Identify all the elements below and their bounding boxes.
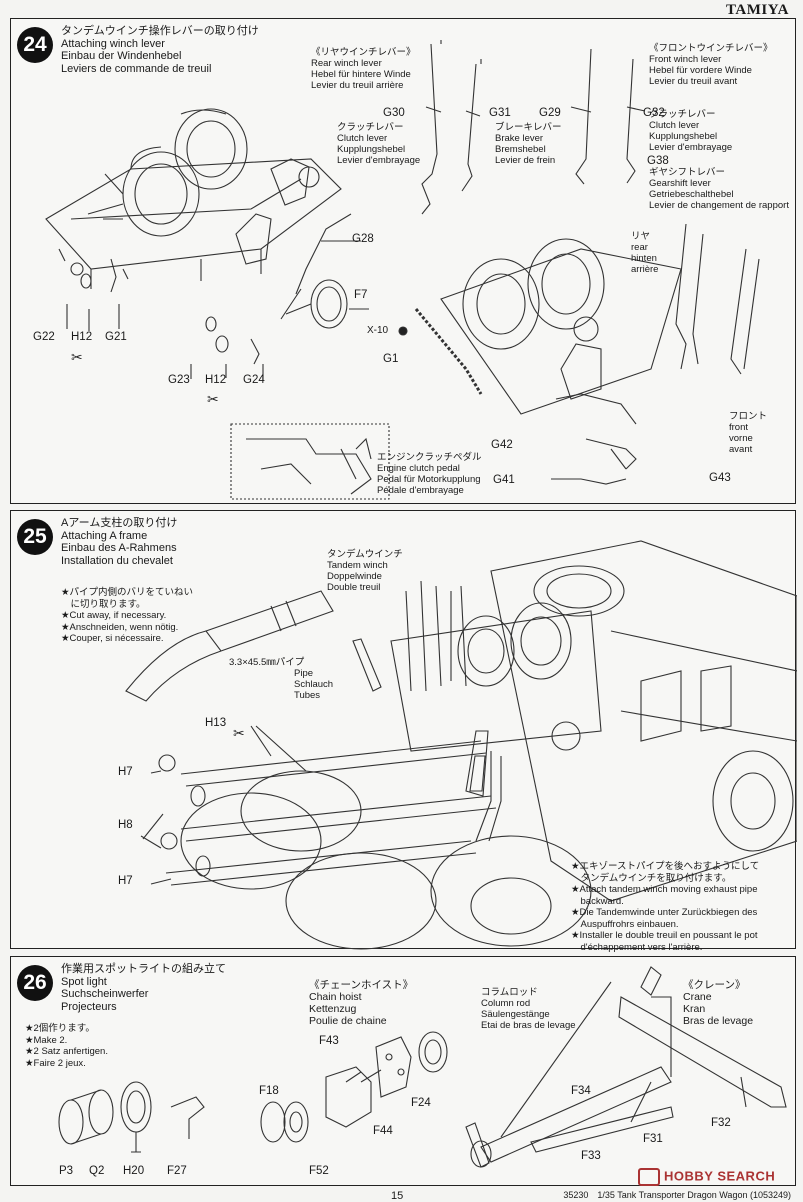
part-label: G32	[643, 107, 665, 119]
part-label: G31	[489, 107, 511, 119]
part-label: F7	[354, 289, 368, 301]
step-number-badge: 24	[17, 27, 53, 63]
part-label: P3	[59, 1165, 74, 1177]
part-label: H7	[118, 875, 133, 887]
part-label: F32	[711, 1117, 731, 1129]
step-number-badge: 25	[17, 519, 53, 555]
cut-mark-icon: ✂	[207, 391, 219, 407]
part-label: G21	[105, 331, 127, 343]
part-label: H8	[118, 819, 133, 831]
part-label: H12	[71, 331, 93, 343]
part-label: F43	[319, 1035, 339, 1047]
step-24-title: タンデムウインチ操作レバーの取り付け Attaching winch lever…	[61, 25, 259, 75]
part-label: G42	[491, 439, 513, 451]
part-label: H7	[118, 766, 133, 778]
part-label: F24	[411, 1097, 431, 1109]
part-label: G24	[243, 374, 265, 386]
step-26-title: 作業用スポットライトの組み立て Spot light Suchscheinwer…	[61, 963, 226, 1013]
part-label: F27	[167, 1165, 187, 1177]
front-winch-lever-caption: 《フロントウインチレバー》Front winch lever Hebel für…	[649, 43, 773, 87]
part-label: G29	[539, 107, 561, 119]
part-label: G41	[493, 474, 515, 486]
step-25-panel: 25 Aアーム支柱の取り付け Attaching A frame Einbau …	[10, 510, 797, 953]
title-de: Einbau der Windenhebel	[61, 50, 182, 63]
part-label: G38	[647, 155, 669, 167]
part-label: X-10	[367, 325, 389, 336]
brand-logo: TAMIYA	[725, 2, 789, 18]
part-label: G22	[33, 331, 55, 343]
page-number: 15	[391, 1190, 404, 1202]
part-label: Q2	[89, 1165, 105, 1177]
step-26-panel: 26 作業用スポットライトの組み立て Spot light Suchschein…	[10, 956, 796, 1186]
watermark-logo-icon	[638, 1168, 660, 1186]
step-25-title: Aアーム支柱の取り付け Attaching A frame Einbau des…	[61, 517, 178, 567]
part-label: G23	[168, 374, 190, 386]
part-label: F44	[373, 1125, 393, 1137]
make-two-note: ★2個作ります。★Make 2. ★2 Satz anfertigen.★Fai…	[25, 1023, 108, 1069]
part-label: G1	[383, 353, 399, 365]
part-label: H20	[123, 1165, 145, 1177]
step-26-illustration	[58, 966, 787, 1168]
title-jp: タンデムウインチ操作レバーの取り付け	[61, 25, 259, 37]
part-label: G43	[709, 472, 731, 484]
part-label: F18	[259, 1085, 279, 1097]
step-25-illustration	[125, 540, 797, 950]
part-label: G28	[352, 233, 374, 245]
part-label: F52	[309, 1165, 329, 1177]
title-en: Attaching winch lever	[61, 37, 165, 50]
part-label: F31	[643, 1133, 663, 1145]
watermark: HOBBY SEARCH	[638, 1168, 775, 1186]
footer-caption: 35230 1/35 Tank Transporter Dragon Wagon…	[563, 1190, 791, 1200]
rear-winch-lever-caption: 《リヤウインチレバー》Rear winch lever Hebel für hi…	[311, 47, 416, 91]
step-24-illustration	[45, 40, 760, 500]
cut-away-note: ★パイプ内側のバリをていねい に切り取ります。 ★Cut away, if ne…	[61, 587, 194, 644]
cut-mark-icon: ✂	[233, 725, 245, 741]
exhaust-note: ★エキゾーストパイプを後へおすようにして タンデムウインチを取り付けます。 ★A…	[571, 861, 760, 953]
cut-mark-icon: ✂	[71, 349, 83, 365]
step-24-panel: 24 タンデムウインチ操作レバーの取り付け Attaching winch le…	[10, 18, 796, 504]
part-label: H12	[205, 374, 227, 386]
title-fr: Leviers de commande de treuil	[61, 62, 212, 75]
part-label: F33	[581, 1150, 601, 1162]
part-label: F34	[571, 1085, 591, 1097]
step-number-badge: 26	[17, 965, 53, 1001]
part-label: G30	[383, 107, 405, 119]
part-label: H13	[205, 717, 227, 729]
